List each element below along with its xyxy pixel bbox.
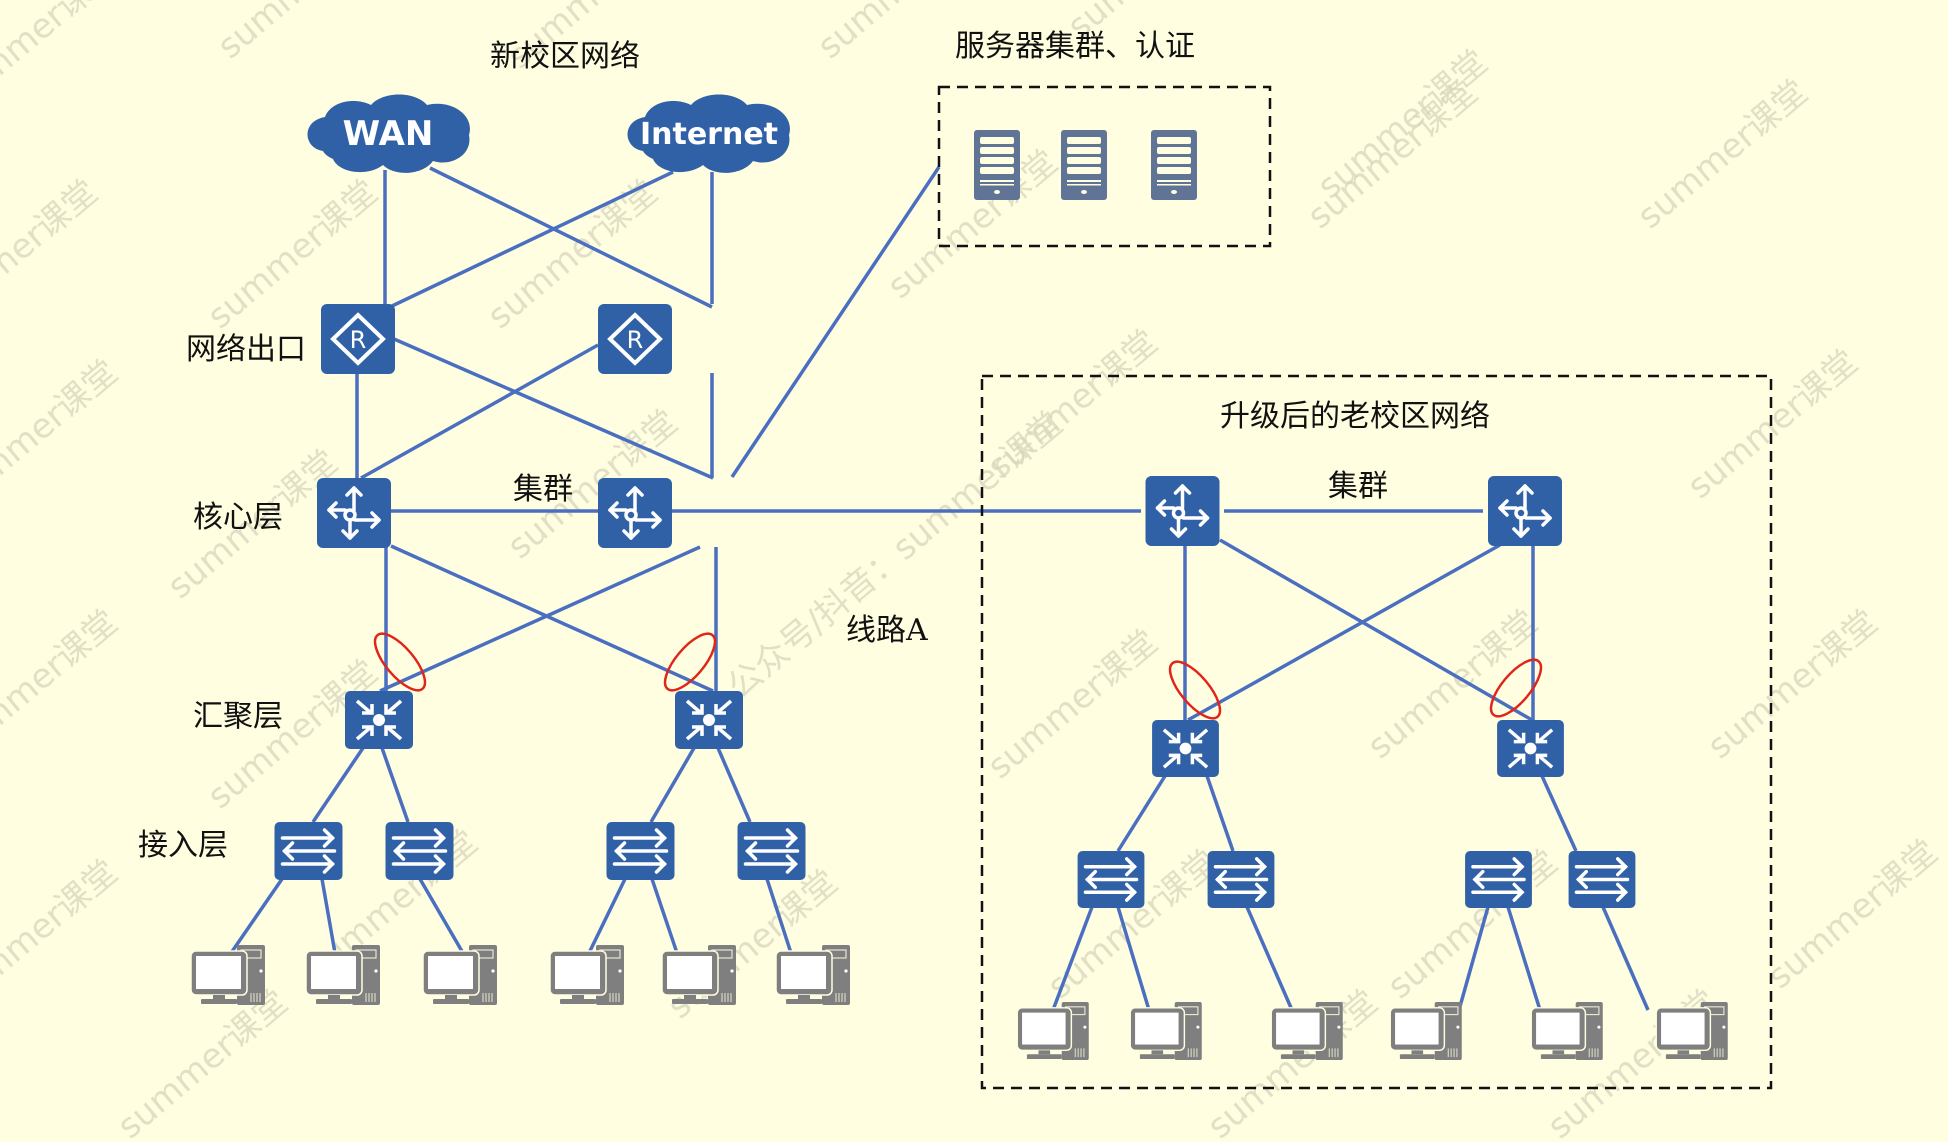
server-icon[interactable] [1061, 130, 1107, 200]
link-nx1-pc1 [229, 878, 284, 954]
access-switch-icon[interactable] [385, 822, 454, 880]
link-ox2-pc3 [1245, 906, 1294, 1011]
router-icon[interactable] [598, 304, 672, 374]
link-na2-nx3 [649, 747, 696, 823]
server-icon[interactable] [974, 130, 1020, 200]
link-ox1-pc2 [1116, 906, 1151, 1011]
link-aggregation-ring-oa1 [1168, 660, 1222, 720]
watermark-text: summer课堂 [0, 852, 125, 1017]
watermark-text: summer课堂 [1630, 72, 1815, 237]
link-na1-nx2 [380, 747, 410, 823]
link-nc2-na1 [379, 545, 701, 693]
access-switch-icon[interactable] [1464, 851, 1533, 908]
core-switch-icon[interactable] [317, 478, 391, 548]
line-a-label: 线路A [846, 613, 928, 648]
link-oa1-ox2 [1205, 775, 1235, 852]
link-nx2-pc3 [418, 878, 465, 954]
link-nx3-pc4 [587, 878, 627, 954]
link-oa1-ox1 [1116, 775, 1167, 852]
core-switch-icon[interactable] [598, 478, 672, 548]
pc-icon[interactable] [776, 945, 850, 1005]
new-campus-title: 新校区网络 [490, 39, 640, 74]
watermark-text: summer课堂 [210, 0, 395, 67]
access-switch-icon[interactable] [606, 822, 675, 880]
watermark-text: summer课堂 [1540, 982, 1725, 1142]
link-ox4-pc6 [1601, 906, 1650, 1011]
link-internet-r1 [391, 170, 674, 308]
router-icon[interactable] [321, 304, 395, 374]
watermark-text: summer课堂 [880, 142, 1065, 307]
links-layer [229, 166, 1650, 1011]
link-nc1-na2 [390, 544, 714, 693]
watermark-text: summer课堂 [1760, 832, 1945, 997]
old-campus-title: 升级后的老校区网络 [1220, 399, 1490, 434]
watermark-text: summer课堂 [0, 602, 125, 767]
watermark-text: 公众号/抖音：summer课堂 [720, 404, 1070, 707]
watermark-text: summer课堂 [0, 352, 125, 517]
pc-icon[interactable] [423, 945, 497, 1005]
cloud-internet-label: Internet [640, 117, 778, 152]
pc-icon[interactable] [191, 945, 265, 1005]
pc-icon[interactable] [1530, 1002, 1604, 1060]
cloud-wan: WAN [307, 94, 470, 173]
pc-icon[interactable] [1389, 1002, 1463, 1060]
watermark-text: summer课堂 [0, 0, 125, 117]
access-switch-icon[interactable] [1568, 851, 1636, 908]
pc-icon[interactable] [1016, 1002, 1090, 1060]
watermark-text: summer课堂 [0, 172, 105, 337]
link-oc1-oa2 [1219, 538, 1533, 722]
watermark-text: summer课堂 [1200, 982, 1385, 1142]
aggregation-switch-icon[interactable] [675, 691, 743, 749]
layer-label-exit: 网络出口 [186, 332, 306, 367]
old-core-cluster-label: 集群 [1328, 469, 1388, 504]
access-switch-icon[interactable] [737, 822, 806, 880]
link-oc2-oa1 [1187, 543, 1501, 722]
link-na1-nx1 [311, 747, 365, 823]
layer-label-access: 接入层 [138, 828, 228, 863]
link-nx3-pc5 [650, 878, 679, 954]
link-r1-nc2 [393, 337, 714, 480]
watermark-text: summer课堂 [1680, 342, 1865, 507]
pc-icon[interactable] [550, 945, 624, 1005]
access-switch-icon[interactable] [274, 822, 343, 880]
link-nx1-pc2 [320, 878, 337, 954]
access-switch-icon[interactable] [1207, 851, 1275, 908]
link-aggregation-ring-na2 [663, 632, 717, 692]
link-nx4-pc6 [765, 878, 793, 954]
layer-label-aggregation: 汇聚层 [193, 699, 283, 734]
new-core-cluster-label: 集群 [513, 472, 573, 507]
link-ox1-pc1 [1051, 906, 1094, 1011]
layer-label-core: 核心层 [193, 500, 283, 535]
aggregation-switch-icon[interactable] [1496, 720, 1565, 777]
link-aggregation-ring-oa2 [1489, 658, 1543, 718]
watermark-text: summer课堂 [110, 982, 295, 1142]
cloud-internet: Internet [627, 94, 790, 173]
link-r2-nc1 [360, 343, 599, 480]
aggregation-switch-icon[interactable] [345, 691, 413, 749]
access-switch-icon[interactable] [1077, 851, 1145, 908]
cloud-wan-label: WAN [343, 114, 434, 154]
server-cluster-box [937, 85, 1272, 248]
link-ox3-pc4 [1457, 906, 1490, 1011]
link-na2-nx4 [716, 747, 752, 823]
pc-icon[interactable] [306, 945, 380, 1005]
old-campus-box [980, 374, 1773, 1090]
aggregation-switch-icon[interactable] [1151, 720, 1220, 777]
watermark-text: summer课堂 [1700, 602, 1885, 767]
server-cluster-title: 服务器集群、认证 [955, 29, 1195, 64]
server-icon[interactable] [1151, 130, 1197, 200]
link-wan-r2 [429, 166, 713, 309]
link-nc2-servers [730, 166, 941, 478]
watermark-text: summer课堂 [980, 622, 1165, 787]
link-ox3-pc5 [1506, 906, 1542, 1011]
watermark-text: summer课堂 [1300, 72, 1485, 237]
link-oa2-ox4 [1540, 775, 1578, 852]
pc-icon[interactable] [1129, 1002, 1203, 1060]
core-switch-icon[interactable] [1143, 476, 1222, 546]
link-aggregation-ring-na1 [373, 632, 427, 692]
core-switch-icon[interactable] [1486, 476, 1564, 546]
